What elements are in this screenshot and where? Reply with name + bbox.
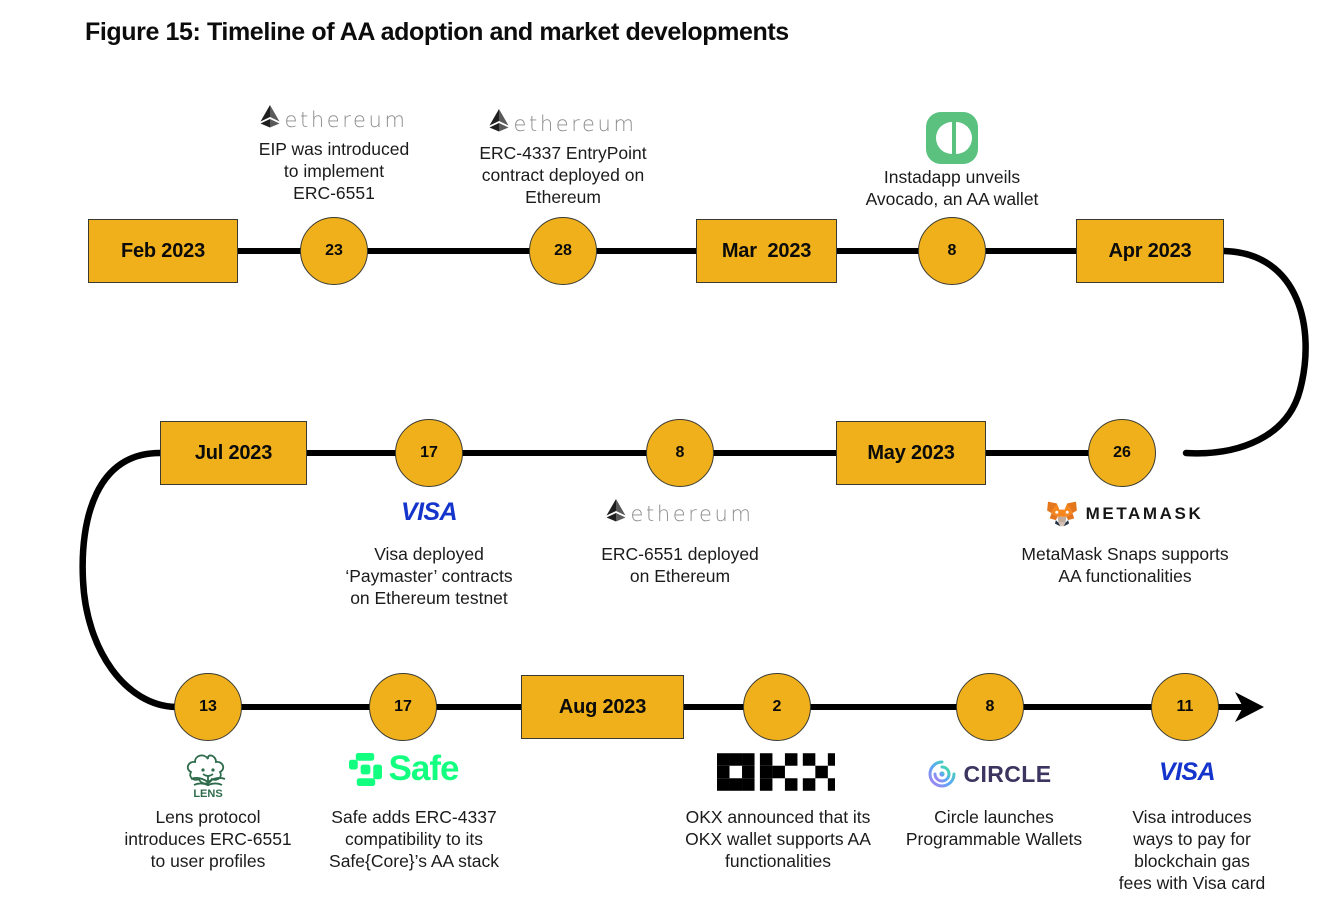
event-caption: Visa introduces ways to pay for blockcha… — [1118, 807, 1266, 894]
ethereum-wordmark: ethereum — [630, 502, 754, 526]
milestone-label: Jul 2023 — [194, 441, 273, 464]
milestone-jul-2023[interactable]: Jul 2023 — [160, 421, 307, 485]
event-caption: OKX announced that its OKX wallet suppor… — [685, 807, 871, 872]
safe-mark-icon — [348, 752, 382, 786]
event-node-label: 8 — [675, 444, 685, 461]
timeline-arrowhead — [1235, 692, 1264, 722]
circle-swirl-icon — [929, 760, 956, 788]
milestone-mar-2023[interactable]: Mar 2023 — [696, 219, 837, 283]
event-node-jul-13[interactable]: 13 — [174, 673, 242, 741]
page-title: Figure 15: Timeline of AA adoption and m… — [85, 18, 789, 46]
event-node-jul-17[interactable]: 17 — [395, 419, 463, 487]
connector-curve-left — [79, 449, 180, 711]
visa-logo: VISA — [1127, 755, 1247, 789]
event-node-label: 13 — [199, 698, 217, 715]
event-node-label: 11 — [1176, 698, 1194, 715]
lens-logo: LENS — [184, 752, 232, 798]
event-caption: MetaMask Snaps supports AA functionaliti… — [1021, 544, 1229, 587]
svg-text:LENS: LENS — [193, 788, 222, 798]
ethereum-wordmark: ethereum — [284, 108, 408, 132]
ethereum-wordmark: ethereum — [513, 112, 637, 136]
instadapp-mark-icon — [926, 112, 978, 164]
circle-logo: CIRCLE — [925, 757, 1055, 791]
milestone-label: Apr 2023 — [1108, 239, 1192, 262]
circle-wordmark: CIRCLE — [963, 760, 1052, 787]
event-caption: Lens protocol introduces ERC-6551 to use… — [124, 807, 292, 872]
event-node-label: 17 — [420, 444, 438, 461]
event-caption: ERC-4337 EntryPoint contract deployed on… — [479, 143, 647, 208]
ethereum-logo: ethereum — [483, 107, 643, 141]
event-node-label: 2 — [772, 698, 782, 715]
metamask-fox-icon — [1046, 501, 1077, 527]
milestone-label: Mar 2023 — [721, 239, 812, 262]
event-caption: Safe adds ERC-4337 compatibility to its … — [329, 807, 499, 872]
lens-flower-icon: LENS — [186, 754, 226, 798]
event-node-feb-28[interactable]: 28 — [529, 217, 597, 285]
milestone-label: Feb 2023 — [120, 239, 205, 262]
milestone-feb-2023[interactable]: Feb 2023 — [88, 219, 238, 283]
event-caption: Circle launches Programmable Wallets — [905, 807, 1083, 850]
milestone-apr-2023[interactable]: Apr 2023 — [1076, 219, 1224, 283]
event-node-aug-11[interactable]: 11 — [1151, 673, 1219, 741]
event-node-label: 8 — [985, 698, 995, 715]
event-node-label: 23 — [325, 242, 343, 259]
event-node-label: 26 — [1113, 444, 1131, 461]
event-caption: Visa deployed ‘Paymaster’ contracts on E… — [345, 544, 513, 609]
event-caption: Instadapp unveils Avocado, an AA wallet — [865, 167, 1039, 210]
instadapp-logo — [926, 112, 978, 164]
event-node-label: 28 — [554, 242, 572, 259]
event-node-aug-2[interactable]: 2 — [743, 673, 811, 741]
event-node-label: 8 — [947, 242, 957, 259]
milestone-may-2023[interactable]: May 2023 — [836, 421, 986, 485]
event-node-feb-23[interactable]: 23 — [300, 217, 368, 285]
event-caption: EIP was introduced to implement ERC-6551 — [258, 139, 410, 204]
ethereum-logo: ethereum — [600, 497, 760, 531]
okx-logo — [710, 753, 842, 791]
event-node-jul-17b[interactable]: 17 — [369, 673, 437, 741]
safe-logo: Safe — [331, 749, 476, 788]
milestone-label: May 2023 — [867, 441, 955, 464]
event-node-may-26[interactable]: 26 — [1088, 419, 1156, 487]
event-node-label: 17 — [394, 698, 412, 715]
metamask-wordmark: METAMASK — [1085, 504, 1204, 523]
safe-wordmark: Safe — [388, 749, 460, 788]
ethereum-diamond-icon — [489, 108, 509, 131]
event-node-mar-8[interactable]: 8 — [918, 217, 986, 285]
ethereum-diamond-icon — [606, 498, 626, 521]
ethereum-diamond-icon — [260, 104, 280, 127]
ethereum-logo: ethereum — [254, 103, 414, 137]
visa-wordmark: VISA — [1159, 757, 1216, 786]
metamask-logo: METAMASK — [1046, 497, 1201, 531]
okx-blocks-icon — [717, 753, 835, 791]
visa-wordmark: VISA — [401, 497, 458, 526]
event-caption: ERC-6551 deployed on Ethereum — [601, 544, 759, 587]
visa-logo: VISA — [369, 495, 489, 529]
event-node-aug-8[interactable]: 8 — [956, 673, 1024, 741]
milestone-aug-2023[interactable]: Aug 2023 — [521, 675, 684, 739]
milestone-label: Aug 2023 — [558, 695, 647, 718]
event-node-jun-8[interactable]: 8 — [646, 419, 714, 487]
